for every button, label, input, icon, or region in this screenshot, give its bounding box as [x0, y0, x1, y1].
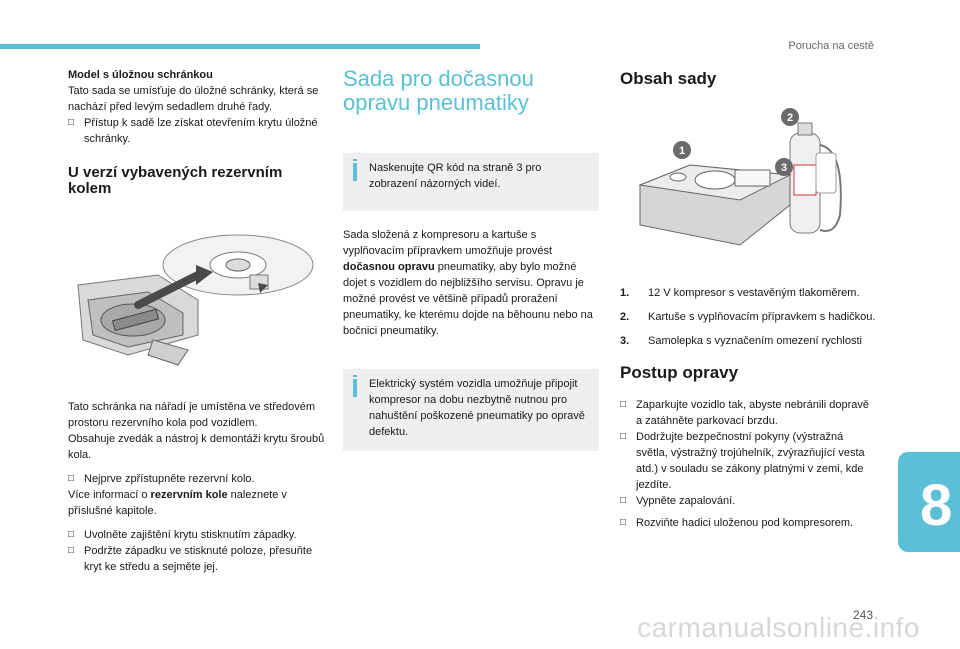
- page-number: 243: [852, 608, 873, 622]
- info-icon: [353, 379, 357, 397]
- list-text: Kartuše s vyplňovacím přípravkem s hadič…: [648, 311, 876, 323]
- bullet-text: Podržte západku ve stisknuté poloze, pře…: [84, 545, 313, 573]
- spare-heading: U verzí vybavených rezervním kolem: [68, 164, 283, 197]
- bullet-icon: □: [68, 545, 75, 556]
- kit-description-bold: dočasnou opravu: [343, 261, 435, 273]
- repair-kit-illustration: 1 2 3: [638, 108, 842, 246]
- list-number: 3.: [620, 335, 630, 347]
- callout-3: 3: [781, 162, 787, 174]
- info-box-qr: Naskenujte QR kód na straně 3 pro zobraz…: [343, 153, 599, 211]
- step-item: □ Dodržujte bezpečnostní pokyny (výstražn…: [620, 429, 878, 493]
- list-item: 2. Kartuše s vyplňovacím přípravkem s had…: [620, 309, 878, 325]
- bullet-release: □ Uvolněte zajištění krytu stisknutím záp…: [68, 527, 326, 543]
- info-box-electric: Elektrický systém vozidla umožňuje připo…: [343, 369, 599, 451]
- kit-title-line-2: opravu pneumatiky: [343, 90, 529, 115]
- section-title: Porucha na cestě: [788, 40, 874, 52]
- callout-2: 2: [787, 112, 793, 124]
- info-icon: [353, 159, 357, 161]
- column-left: Model s úložnou schránkou Tato sada se u…: [68, 67, 326, 575]
- kit-title-line-1: Sada pro dočasnou: [343, 66, 534, 91]
- info-reference: Více informací o rezervním kole naleznet…: [68, 487, 326, 519]
- storage-title: Model s úložnou schránkou: [68, 69, 213, 81]
- storage-text: Tato sada se umísťuje do úložné schránky…: [68, 85, 319, 113]
- repair-steps: □ Zaparkujte vozidlo tak, abyste nebránil…: [620, 397, 878, 531]
- list-item: 1. 12 V kompresor s vestavěným tlakoměrem…: [620, 285, 878, 301]
- info-icon: [353, 163, 357, 181]
- watermark: carmanualsonline.info: [637, 612, 920, 643]
- bullet-icon: □: [620, 399, 627, 410]
- kit-description: Sada složená z kompresoru a kartuše s vy…: [343, 227, 599, 339]
- storage-bullet: □ Přístup k sadě lze získat otevřením kry…: [68, 115, 326, 147]
- info-bold: rezervním kole: [150, 489, 228, 501]
- info-box-text: Elektrický systém vozidla umožňuje připo…: [369, 378, 585, 438]
- kit-description-text-end: pneumatiky, aby bylo možné dojet s vozid…: [343, 261, 593, 337]
- step-text: Dodržujte bezpečnostní pokyny (výstražná…: [636, 431, 865, 491]
- spare-wheel-toolbox-illustration: [77, 234, 314, 366]
- bullet-icon: □: [620, 431, 627, 442]
- bullet-text: Uvolněte zajištění krytu stisknutím zápa…: [84, 529, 297, 541]
- step-item: □ Vypněte zapalování.: [620, 493, 878, 509]
- step-text: Zaparkujte vozidlo tak, abyste nebránili…: [636, 399, 869, 427]
- list-number: 1.: [620, 287, 630, 299]
- info-icon: [353, 375, 357, 377]
- info-box-text: Naskenujte QR kód na straně 3 pro zobraz…: [369, 162, 542, 190]
- bullet-icon: □: [620, 495, 627, 506]
- chapter-tab: 8: [898, 452, 960, 552]
- column-middle: Sada pro dočasnou opravu pneumatiky Nask…: [343, 67, 599, 451]
- info-text: Více informací o: [68, 489, 151, 501]
- step-text: Vypněte zapalování.: [636, 495, 736, 507]
- bullet-icon: □: [68, 473, 75, 484]
- bullet-hold: □ Podržte západku ve stisknuté poloze, př…: [68, 543, 326, 575]
- bullet-text: Přístup k sadě lze získat otevřením kryt…: [84, 117, 318, 145]
- list-item: 3. Samolepka s vyznačením omezení rychlos…: [620, 333, 878, 349]
- spare-text-1: Tato schránka na nářadí je umístěna ve s…: [68, 401, 316, 429]
- list-number: 2.: [620, 311, 630, 323]
- bullet-text: Nejprve zpřístupněte rezervní kolo.: [84, 473, 255, 485]
- chapter-number: 8: [920, 473, 953, 538]
- spare-text-2: Obsahuje zvedák a nástroj k demontáži kr…: [68, 433, 325, 461]
- info-text-end: naleznete v příslušné kapitole.: [68, 489, 287, 517]
- column-right: Obsah sady 1 2 3 1. 12 V kompresor s vest…: [620, 67, 878, 531]
- step-item: □ Rozviňte hadici uloženou pod kompresore…: [620, 515, 878, 531]
- bullet-access: □ Nejprve zpřístupněte rezervní kolo.: [68, 471, 326, 487]
- step-text: Rozviňte hadici uloženou pod kompresorem…: [636, 517, 854, 529]
- bullet-icon: □: [620, 517, 627, 528]
- header-accent-bar: [0, 44, 480, 49]
- kit-description-text: Sada složená z kompresoru a kartuše s vy…: [343, 229, 553, 257]
- bullet-icon: □: [68, 117, 75, 128]
- step-item: □ Zaparkujte vozidlo tak, abyste nebránil…: [620, 397, 878, 429]
- kit-contents-heading: Obsah sady: [620, 69, 717, 88]
- list-text: Samolepka s vyznačením omezení rychlosti: [648, 335, 862, 347]
- repair-heading: Postup opravy: [620, 363, 739, 382]
- bullet-icon: □: [68, 529, 75, 540]
- kit-contents-list: 1. 12 V kompresor s vestavěným tlakoměrem…: [620, 285, 878, 349]
- list-text: 12 V kompresor s vestavěným tlakoměrem.: [648, 287, 860, 299]
- callout-1: 1: [679, 145, 685, 157]
